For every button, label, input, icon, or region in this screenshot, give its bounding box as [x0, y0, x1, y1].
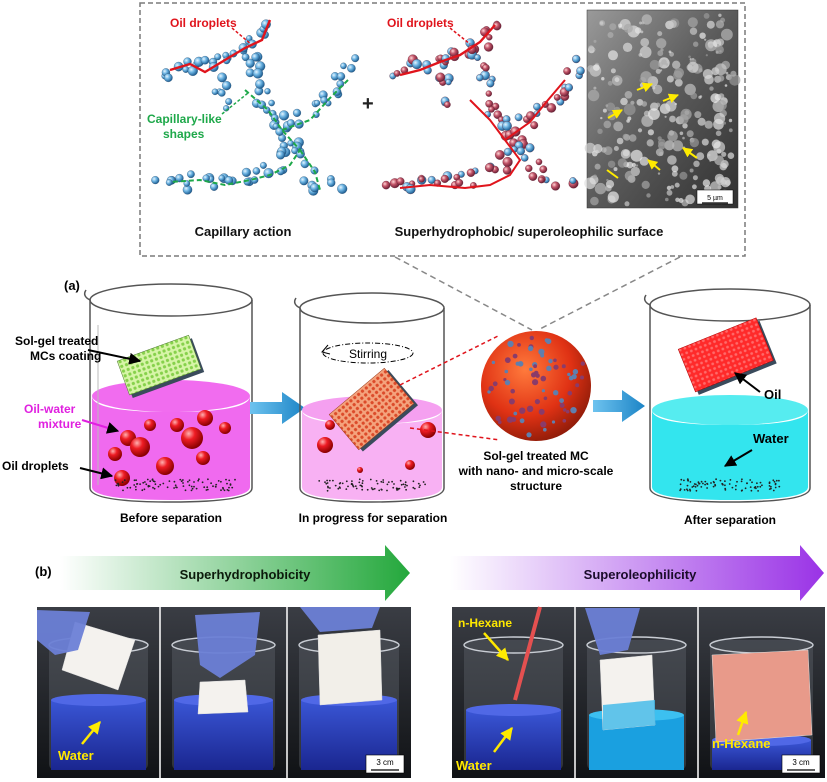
- process-arrow-2: [593, 390, 645, 422]
- mixture-surface: [92, 380, 250, 412]
- photo-hexane-label-top: n-Hexane: [458, 616, 512, 630]
- photo-hexane-label-right: n-Hexane: [712, 736, 771, 751]
- sem-scale-label: 5 µm: [707, 195, 723, 202]
- oil-droplets-label-a: Oil droplets: [2, 459, 69, 473]
- photo-strip-superoleophilic: n-Hexane Water n-Hexane 3 cm: [452, 607, 825, 778]
- process-arrow-1: [250, 392, 305, 424]
- photo-scale-label-right: 3 cm: [792, 758, 810, 767]
- caption-after-separation: After separation: [684, 513, 776, 527]
- panel-a: (a) Sol-gel treated MCs coating Oil-wate…: [2, 278, 810, 527]
- plus-sign: +: [362, 93, 374, 115]
- caption-before-separation: Before separation: [120, 511, 222, 525]
- panel-b-label: (b): [35, 564, 52, 579]
- coating-label-line1: Sol-gel treated: [15, 334, 98, 348]
- mixture-label-line1: Oil-water: [24, 402, 76, 416]
- sem-micrograph: 5 µm: [584, 10, 740, 208]
- panel-b: (b) Superhydrophobicity Superoleophilici…: [35, 545, 825, 778]
- mc-label-line2: with nano- and micro-scale: [458, 464, 614, 478]
- capillary-label-line1: Capillary-like: [147, 112, 222, 126]
- zoom-line-right: [538, 257, 680, 330]
- water-label-a: Water: [753, 431, 789, 446]
- stirring-label: Stirring: [349, 347, 387, 361]
- beaker-before-separation: [85, 284, 252, 502]
- photo-scale-label-left: 3 cm: [376, 758, 394, 767]
- superoleophilicity-label: Superoleophilicity: [584, 567, 697, 582]
- mixture-label-line2: mixture: [38, 417, 82, 431]
- mc-label-line3: structure: [510, 479, 562, 493]
- caption-in-progress: In progress for separation: [299, 511, 448, 525]
- mc-label-line1: Sol-gel treated MC: [483, 449, 589, 463]
- top-inset-panel: Oil droplets Capillary-like shapes + Oil…: [140, 3, 745, 256]
- beaker-in-progress: Stirring: [295, 293, 444, 502]
- superhydrophobicity-label: Superhydrophobicity: [180, 567, 312, 582]
- photo-water-label: Water: [58, 748, 94, 763]
- capillary-label-line2: shapes: [163, 127, 205, 141]
- caption-capillary-action: Capillary action: [195, 224, 292, 239]
- caption-superhydrophobic-surface: Superhydrophobic/ superoleophilic surfac…: [395, 224, 664, 239]
- treated-mc-sphere: [481, 331, 591, 441]
- oil-label: Oil: [764, 387, 781, 402]
- panel-a-label: (a): [64, 278, 80, 293]
- beaker-after-separation: [645, 289, 810, 502]
- oil-pointer: [735, 373, 760, 392]
- oil-saturated-sheet: [678, 317, 776, 396]
- photo-strip-superhydrophobic: Water 3 cm: [37, 607, 411, 778]
- zoom-line-left: [395, 257, 532, 330]
- photo-water-label-2: Water: [456, 758, 492, 773]
- oil-droplets-label-mid: Oil droplets: [387, 16, 454, 30]
- oil-droplets-label-left: Oil droplets: [170, 16, 237, 30]
